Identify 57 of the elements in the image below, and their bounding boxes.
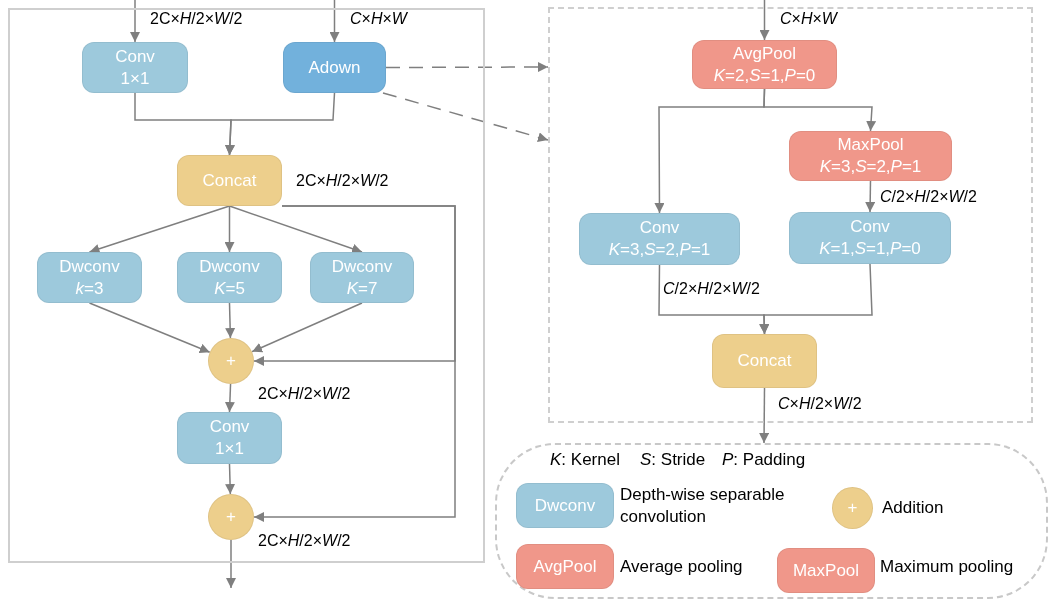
detail-frame bbox=[548, 7, 1033, 423]
arrow bbox=[130, 0, 140, 43]
arrow bbox=[224, 205, 235, 253]
legend-note: S: Stride bbox=[640, 450, 706, 470]
arrow bbox=[228, 205, 363, 254]
arrow bbox=[759, 263, 873, 335]
dashed-arrow bbox=[382, 92, 549, 143]
process-box: Conv 1×1 bbox=[177, 412, 282, 464]
legend-text: Addition bbox=[882, 497, 945, 519]
edge-label: 2C×H/2×W/2 bbox=[150, 10, 243, 28]
arrow bbox=[226, 539, 236, 589]
arrow bbox=[88, 302, 211, 354]
process-box: AvgPool K=2,S=1,P=0 bbox=[692, 40, 837, 89]
process-box: Concat bbox=[177, 155, 282, 206]
arrow bbox=[88, 205, 231, 254]
arrow bbox=[225, 463, 236, 495]
edge-label: C×H/2×W/2 bbox=[778, 395, 862, 413]
arrow bbox=[224, 383, 235, 413]
edge-label: 2C×H/2×W/2 bbox=[258, 532, 351, 550]
arrow bbox=[763, 88, 877, 132]
edge-label: 2C×H/2×W/2 bbox=[258, 385, 351, 403]
process-box: Dwconv k=3 bbox=[37, 252, 142, 303]
process-box: Conv 1×1 bbox=[82, 42, 188, 93]
addition-circle: + bbox=[208, 494, 254, 540]
process-box: Adown bbox=[283, 42, 386, 93]
arrow bbox=[251, 302, 363, 353]
legend-text: Depth-wise separable convolution bbox=[620, 484, 786, 528]
edge-label: C×H×W bbox=[780, 10, 837, 28]
dashed-arrow bbox=[385, 62, 549, 73]
arrow bbox=[225, 302, 236, 339]
edge-label: C×H×W bbox=[350, 10, 407, 28]
block-frame bbox=[8, 8, 485, 563]
addition-circle: + bbox=[208, 338, 254, 384]
edge-label: 2C×H/2×W/2 bbox=[296, 172, 389, 190]
process-box: Dwconv K=5 bbox=[177, 252, 282, 303]
legend-text: Maximum pooling bbox=[880, 556, 1015, 578]
process-box: Concat bbox=[712, 334, 817, 388]
process-box: Conv K=3,S=2,P=1 bbox=[579, 213, 740, 265]
legend-note: K: Kernel bbox=[550, 450, 620, 470]
process-box: Dwconv K=7 bbox=[310, 252, 414, 303]
legend-swatch: + bbox=[832, 487, 873, 529]
arrow bbox=[253, 205, 456, 522]
arrow bbox=[865, 180, 876, 213]
legend-frame bbox=[495, 443, 1048, 599]
process-box: MaxPool K=3,S=2,P=1 bbox=[789, 131, 952, 181]
legend-note: P: Padding bbox=[722, 450, 806, 470]
arrow bbox=[759, 387, 770, 444]
process-box: Conv K=1,S=1,P=0 bbox=[789, 212, 951, 264]
legend-swatch: Dwconv bbox=[516, 483, 614, 528]
edge-label: C/2×H/2×W/2 bbox=[880, 188, 977, 206]
legend-swatch: AvgPool bbox=[516, 544, 614, 589]
legend-swatch: MaxPool bbox=[777, 548, 875, 593]
arrow bbox=[759, 0, 770, 41]
edge-label: C/2×H/2×W/2 bbox=[663, 280, 760, 298]
legend-text: Average pooling bbox=[620, 556, 744, 578]
arrow bbox=[329, 0, 340, 43]
arrow bbox=[224, 92, 336, 156]
